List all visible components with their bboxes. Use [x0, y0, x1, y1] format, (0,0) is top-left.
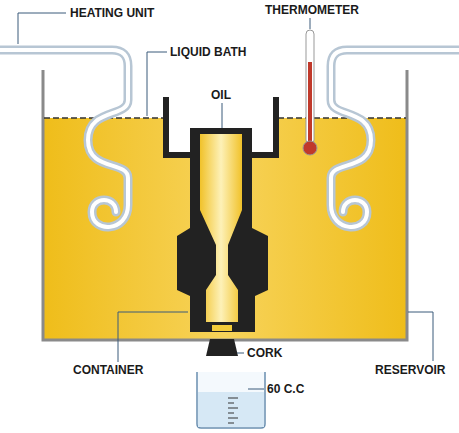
part-label: CONTAINER — [73, 363, 143, 377]
leader-lines — [18, 13, 433, 389]
container-body — [177, 128, 268, 332]
part-label: HEATING UNIT — [70, 6, 154, 20]
heating-coil — [331, 50, 459, 227]
part-label: LIQUID BATH — [170, 45, 246, 59]
beaker — [197, 372, 265, 428]
part-label: CORK — [247, 346, 282, 360]
part-label: OIL — [211, 88, 231, 102]
thermometer-bulb — [303, 141, 317, 155]
heating-coil — [0, 50, 128, 227]
part-label: 60 C.C — [267, 382, 304, 396]
oil-column — [200, 134, 242, 322]
cork — [206, 339, 238, 356]
thermometer-column — [308, 62, 312, 146]
part-label: THERMOMETER — [265, 3, 359, 17]
orifice — [212, 325, 232, 331]
part-label: RESERVOIR — [375, 363, 445, 377]
beaker-liquid — [198, 392, 264, 427]
beaker-graduation — [228, 398, 238, 423]
